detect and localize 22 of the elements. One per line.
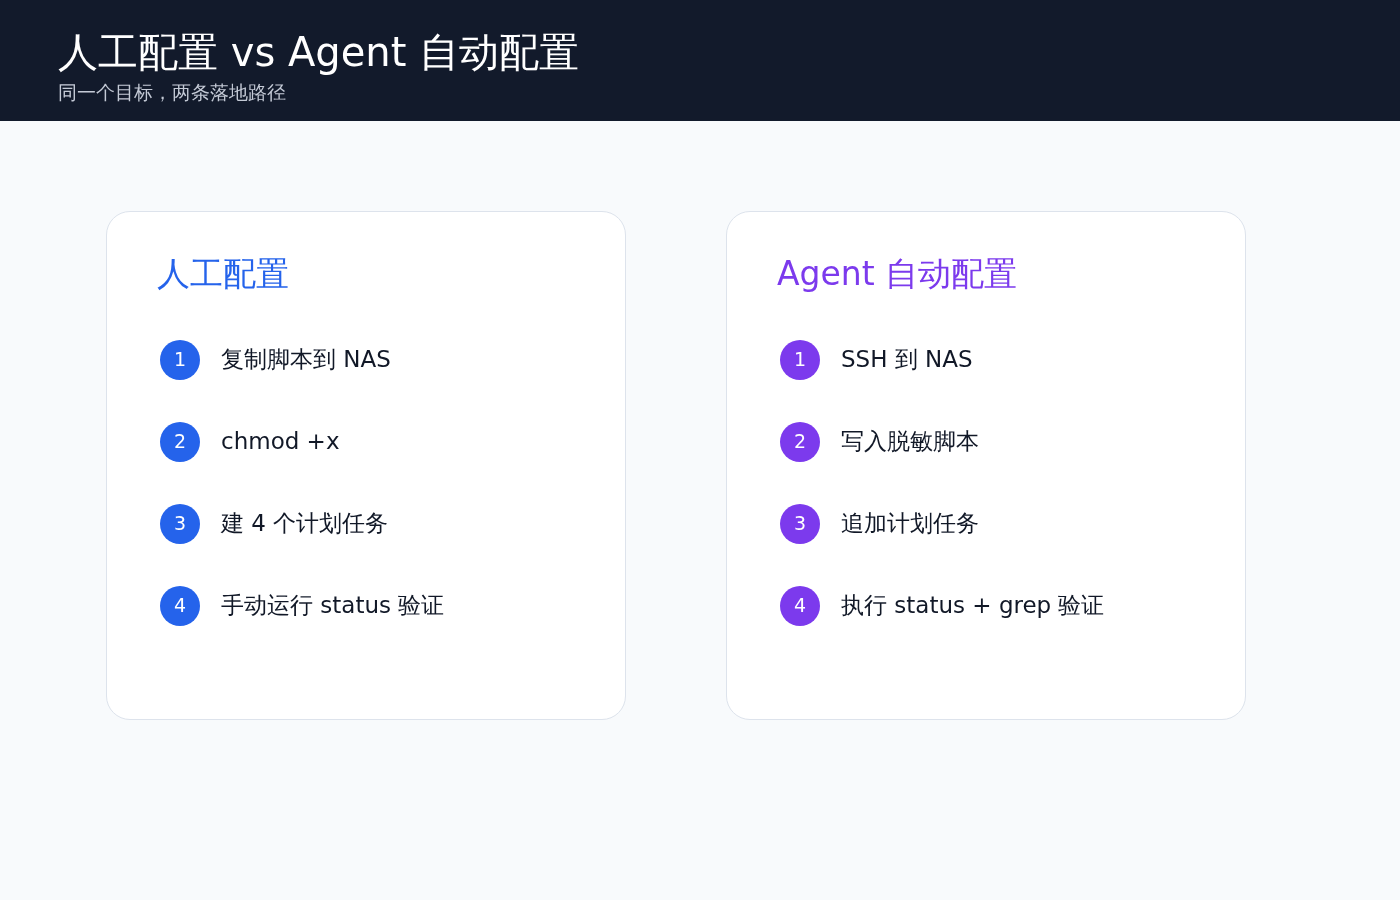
subtitle: 同一个目标，两条落地路径 <box>58 80 286 104</box>
card-title: 人工配置 <box>157 254 289 294</box>
number-badge: 1 <box>780 340 820 380</box>
number-badge: 1 <box>160 340 200 380</box>
step-label: 追加计划任务 <box>841 509 979 538</box>
number-badge: 3 <box>780 504 820 544</box>
number-badge: 4 <box>780 586 820 626</box>
step-label: SSH 到 NAS <box>841 345 973 374</box>
card-title: Agent 自动配置 <box>777 254 1018 294</box>
step-label: chmod +x <box>221 427 340 456</box>
number-badge: 2 <box>780 422 820 462</box>
number-badge: 4 <box>160 586 200 626</box>
number-badge: 3 <box>160 504 200 544</box>
page-title: 人工配置 vs Agent 自动配置 <box>58 28 580 76</box>
step-label: 建 4 个计划任务 <box>221 509 389 538</box>
step-label: 写入脱敏脚本 <box>841 427 979 456</box>
card-panel <box>726 211 1246 720</box>
card-panel <box>106 211 626 720</box>
step-label: 手动运行 status 验证 <box>221 591 445 620</box>
step-label: 执行 status + grep 验证 <box>841 591 1105 620</box>
number-badge: 2 <box>160 422 200 462</box>
step-label: 复制脚本到 NAS <box>221 345 391 374</box>
